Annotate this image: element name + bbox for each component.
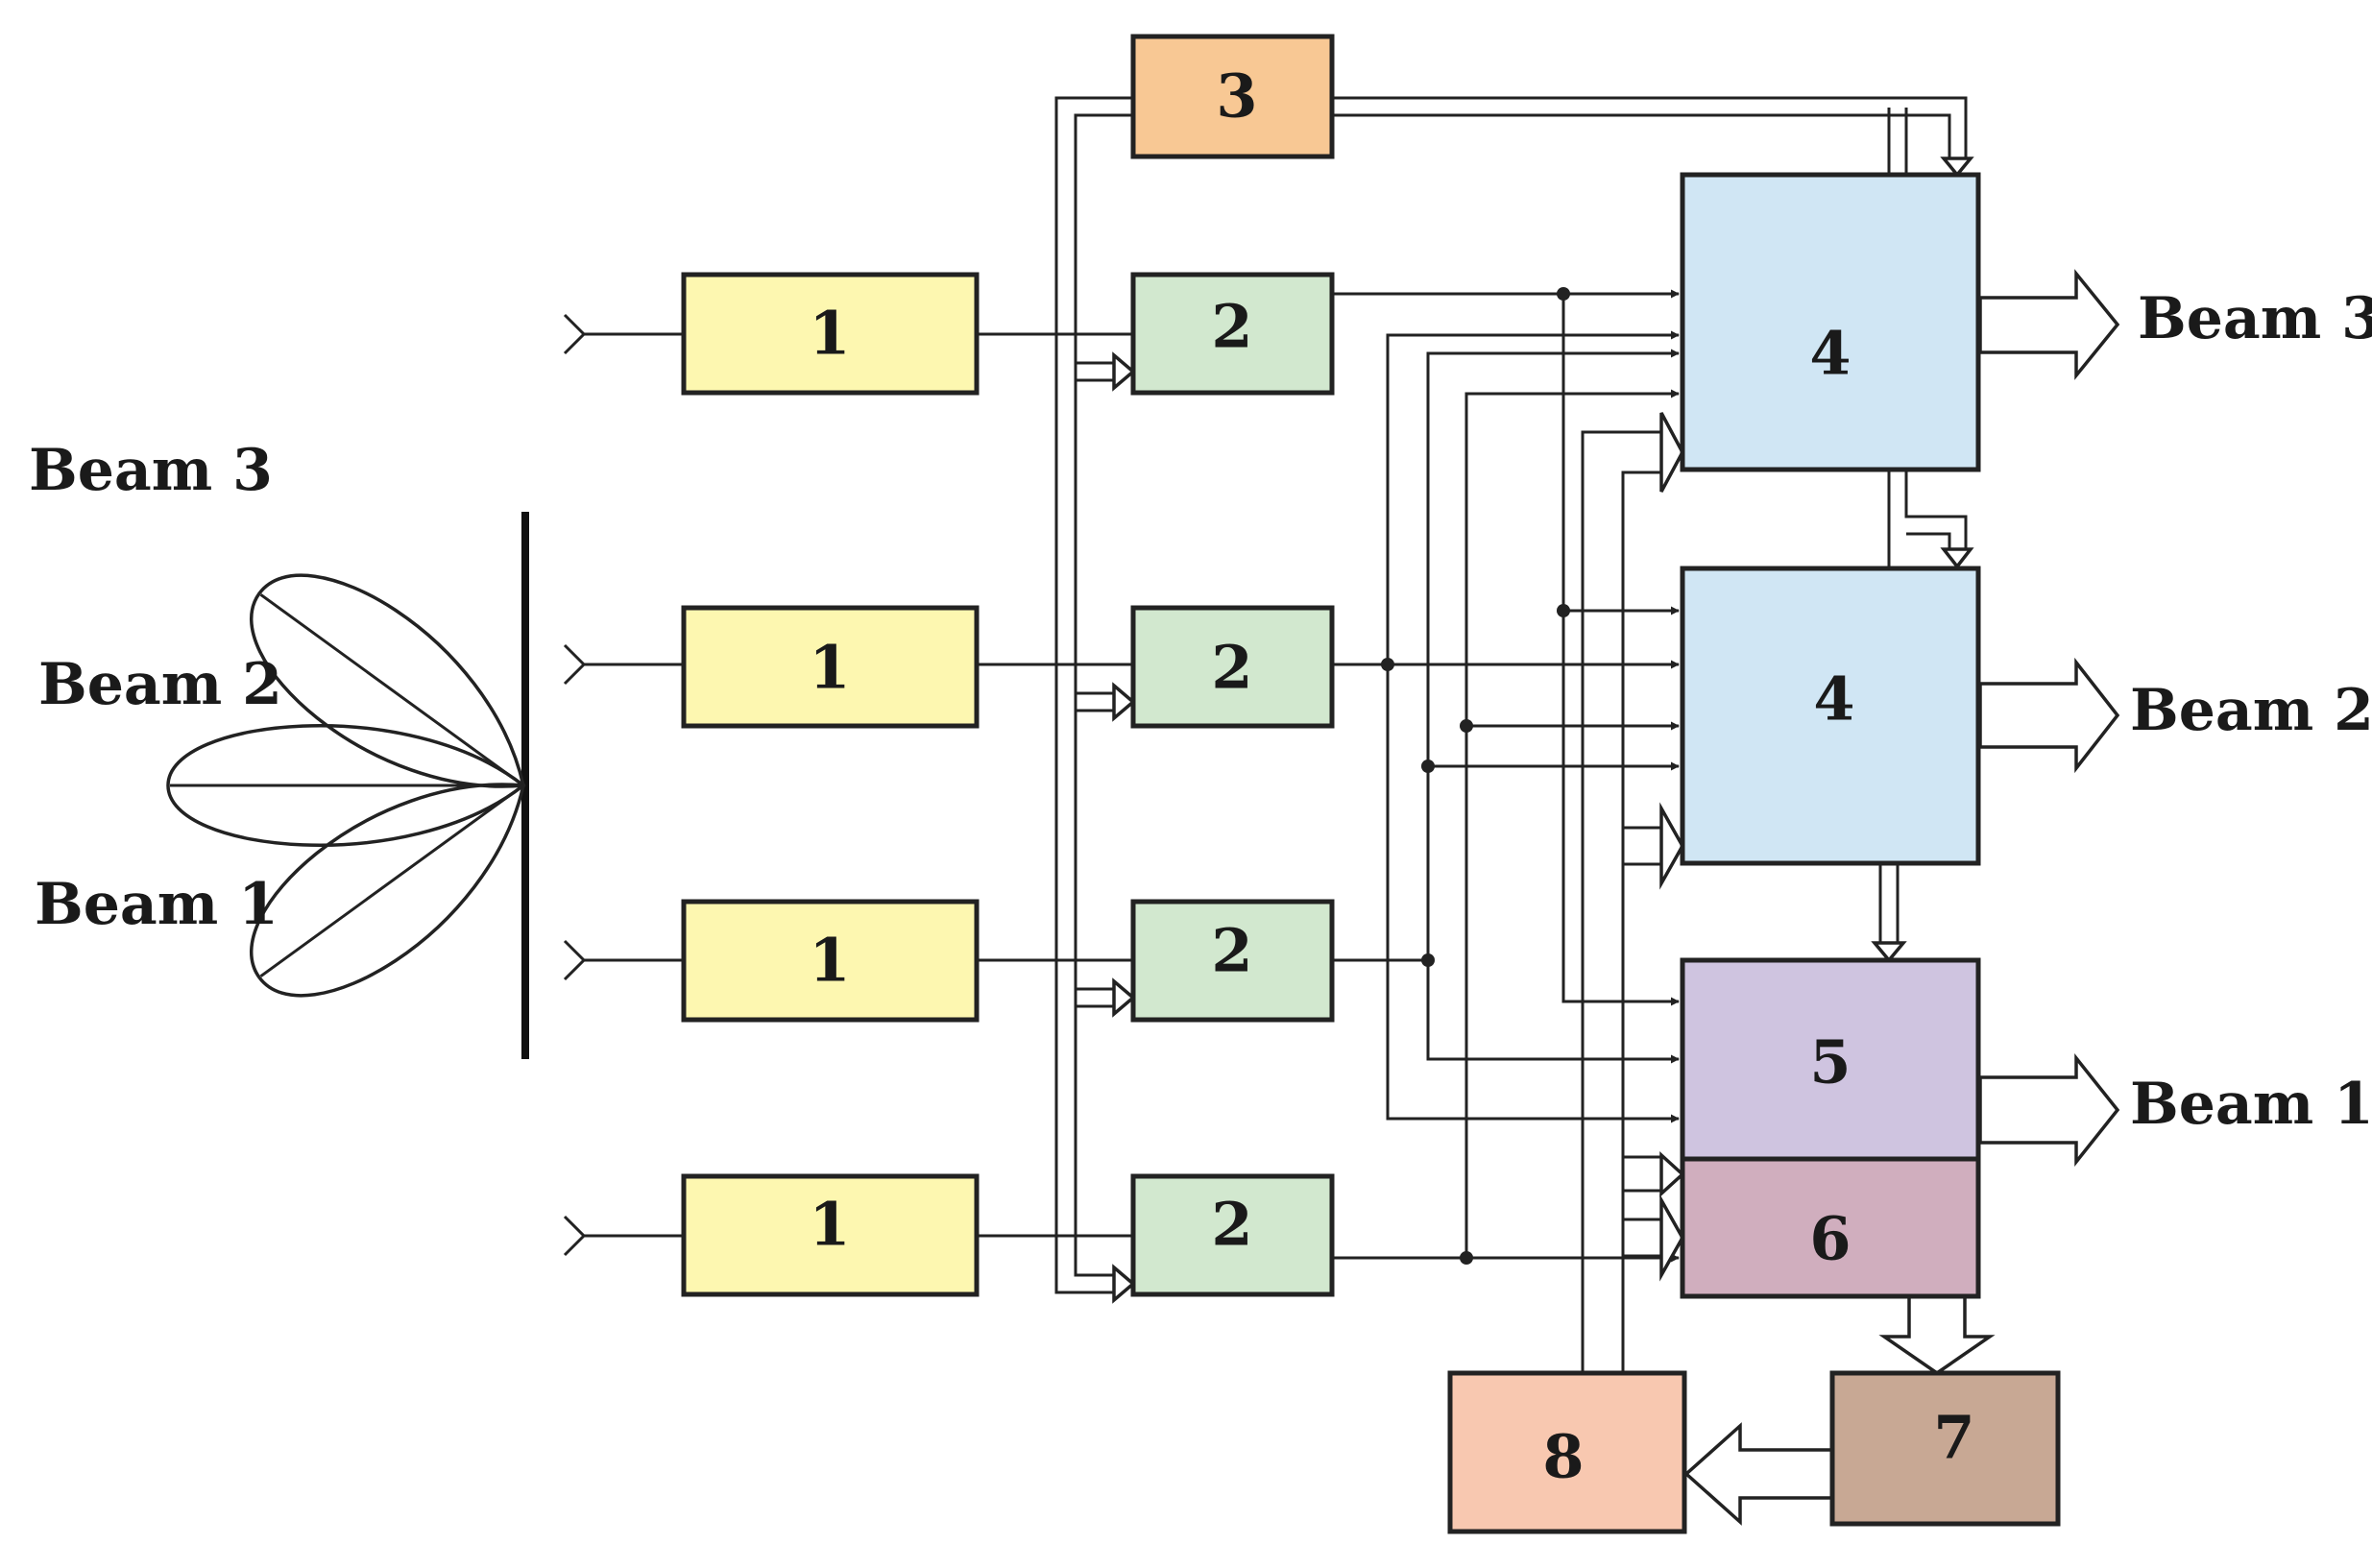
lna-block-4 bbox=[681, 1173, 980, 1297]
block-8 bbox=[1447, 1370, 1687, 1534]
mixer-block-4 bbox=[1130, 1173, 1335, 1297]
block-8-label: 8 bbox=[1542, 1422, 1584, 1492]
antenna-element-icon bbox=[563, 939, 684, 981]
out-beam2-label: Beam 2 bbox=[2130, 677, 2372, 744]
mixer-block-1 bbox=[1130, 272, 1335, 396]
lo-block-label: 3 bbox=[1216, 61, 1257, 132]
mixer-blocks: 2 2 2 2 bbox=[1130, 272, 1335, 1297]
antenna-element-icon bbox=[563, 643, 684, 686]
lna-block-1 bbox=[681, 272, 980, 396]
left-beam2-label: Beam 2 bbox=[38, 651, 282, 718]
mixer-block-2 bbox=[1130, 605, 1335, 729]
lna-block-3-label: 1 bbox=[809, 926, 850, 996]
mixer-block-1-label: 2 bbox=[1211, 292, 1252, 362]
block-7 bbox=[1829, 1370, 2061, 1527]
antenna-element-icon bbox=[563, 1215, 684, 1257]
lna-block-3 bbox=[681, 899, 980, 1023]
output-arrows bbox=[1978, 269, 2120, 1168]
beamformer-block-bottom bbox=[1680, 566, 1981, 866]
bf-cascade bbox=[1871, 470, 1974, 963]
mixer-block-3-label: 2 bbox=[1211, 916, 1252, 986]
lna-block-1-label: 1 bbox=[809, 299, 850, 369]
lna-block-4-label: 1 bbox=[809, 1190, 850, 1260]
lo-to-beamformer bbox=[1332, 96, 1974, 178]
block-5 bbox=[1680, 957, 1981, 1162]
beamformer-block-bottom-label: 4 bbox=[1813, 664, 1854, 735]
lna-block-2 bbox=[681, 605, 980, 729]
lo-branch bbox=[1076, 351, 1136, 392]
lna-blocks: 1 1 1 1 bbox=[681, 272, 980, 1297]
block-5-label: 5 bbox=[1809, 1027, 1851, 1098]
block-6 bbox=[1680, 1156, 1981, 1299]
mixer-block-4-label: 2 bbox=[1211, 1190, 1252, 1260]
antenna-element-icon bbox=[563, 313, 684, 355]
control-bus bbox=[1581, 412, 1685, 1373]
block-6-label: 6 bbox=[1809, 1204, 1851, 1274]
lna-block-2-label: 1 bbox=[809, 633, 850, 703]
lo-branch-arrow bbox=[1112, 1264, 1136, 1304]
beamformer-block-top bbox=[1680, 172, 1981, 472]
out-beam1-label: Beam 1 bbox=[2130, 1071, 2372, 1138]
antenna-inputs bbox=[563, 313, 684, 1257]
beam1-lobe bbox=[250, 783, 526, 998]
mixer-block-2-label: 2 bbox=[1211, 633, 1252, 703]
lo-branch bbox=[1076, 682, 1136, 722]
lo-distribution-bus bbox=[1054, 96, 1136, 1304]
beam3-lobe bbox=[250, 573, 526, 788]
beamformer-block-top-label: 4 bbox=[1809, 319, 1851, 389]
beam2-lobe bbox=[166, 724, 526, 847]
lo-branch bbox=[1076, 977, 1136, 1018]
mixer-block-3 bbox=[1130, 899, 1335, 1023]
block-7-label: 7 bbox=[1933, 1403, 1974, 1473]
left-beam3-label: Beam 3 bbox=[29, 437, 273, 504]
mixer-output-wires bbox=[1332, 287, 1680, 1265]
out-beam3-label: Beam 3 bbox=[2138, 285, 2372, 352]
beam-pattern: Beam 3 Beam 2 Beam 1 bbox=[29, 437, 529, 1059]
left-beam1-label: Beam 1 bbox=[35, 871, 278, 938]
feedback-path bbox=[1683, 1294, 1996, 1526]
lo-block bbox=[1130, 34, 1335, 159]
